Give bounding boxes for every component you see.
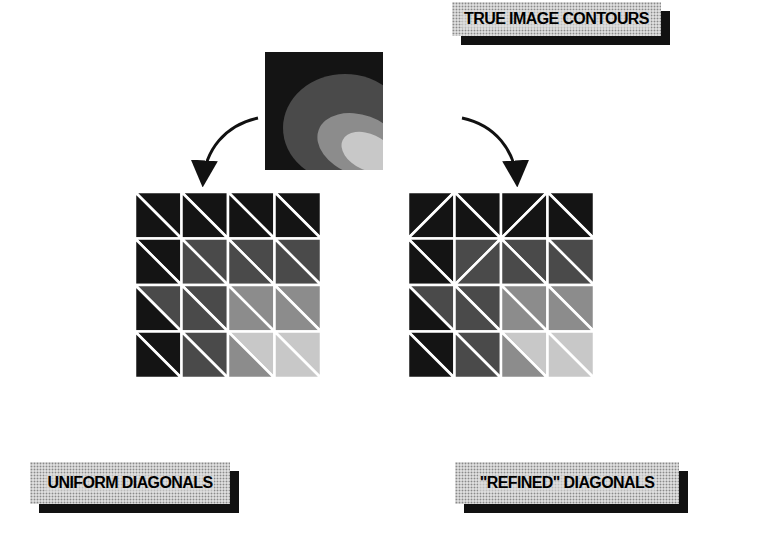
grid-triangle [501,332,548,379]
label-box: UNIFORM DIAGONALS [30,462,230,504]
grid-triangle [548,239,595,286]
grid-triangle [182,192,229,239]
box-label: UNIFORM DIAGONALS [46,474,215,492]
label-box: "REFINED" DIAGONALS [455,462,679,504]
grid-triangle [275,192,322,239]
grid-triangle [408,239,455,286]
grid-triangle [275,332,322,379]
grid-triangle [548,332,595,379]
grid-triangle [135,285,182,332]
grid-triangle [135,192,182,239]
grid-triangle [275,239,322,286]
grid-triangle [548,285,595,332]
grid-triangle [501,285,548,332]
box-label: "REFINED" DIAGONALS [478,474,656,492]
grid-triangle [228,332,275,379]
grid-triangle [182,285,229,332]
grid-triangle [408,192,455,239]
grid-triangle [408,285,455,332]
grid-triangle [455,285,502,332]
grid-triangle [135,239,182,286]
grid-triangle [455,192,502,239]
grid-triangle [228,285,275,332]
grid-triangle [135,192,182,239]
grid-triangle [408,332,455,379]
grid-triangle [548,285,595,332]
grid-triangle [275,285,322,332]
grid-triangle [455,332,502,379]
grid-triangle [228,239,275,286]
grid-triangle [501,332,548,379]
grid-triangle [228,239,275,286]
grid-triangle [228,332,275,379]
grid-triangle [548,192,595,239]
grid-triangle [182,239,229,286]
grid-triangle [135,332,182,379]
grid-triangle [228,285,275,332]
grid-triangle [275,332,322,379]
grid-triangle [408,285,455,332]
grid-triangle [501,239,548,286]
grid-triangle [135,285,182,332]
refined-grid [408,192,594,378]
label-box: TRUE IMAGE CONTOURS [452,2,661,36]
grid-triangle [408,239,455,286]
grid-triangle [548,192,595,239]
grid-triangle [135,239,182,286]
grid-triangle [455,192,502,239]
grid-triangle [408,332,455,379]
uniform-grid [135,192,321,378]
box-label: TRUE IMAGE CONTOURS [462,10,651,28]
grid-triangle [182,332,229,379]
grid-triangle [228,192,275,239]
grid-triangle [228,192,275,239]
grid-triangle [455,285,502,332]
grid-triangle [548,239,595,286]
true-image [265,52,412,188]
grid-triangle [501,192,548,239]
grid-triangle [455,239,502,286]
grid-triangle [548,332,595,379]
grid-triangle [135,332,182,379]
grid-triangle [182,192,229,239]
grid-triangle [275,192,322,239]
grid-triangle [455,239,502,286]
grid-triangle [408,192,455,239]
curved-arrow [203,118,258,182]
curved-arrow [462,118,517,182]
grid-triangle [275,285,322,332]
grid-triangle [182,239,229,286]
grid-triangle [182,332,229,379]
grid-triangle [501,285,548,332]
grid-triangle [501,192,548,239]
grid-triangle [501,239,548,286]
grid-triangle [275,239,322,286]
grid-triangle [455,332,502,379]
grid-triangle [182,285,229,332]
